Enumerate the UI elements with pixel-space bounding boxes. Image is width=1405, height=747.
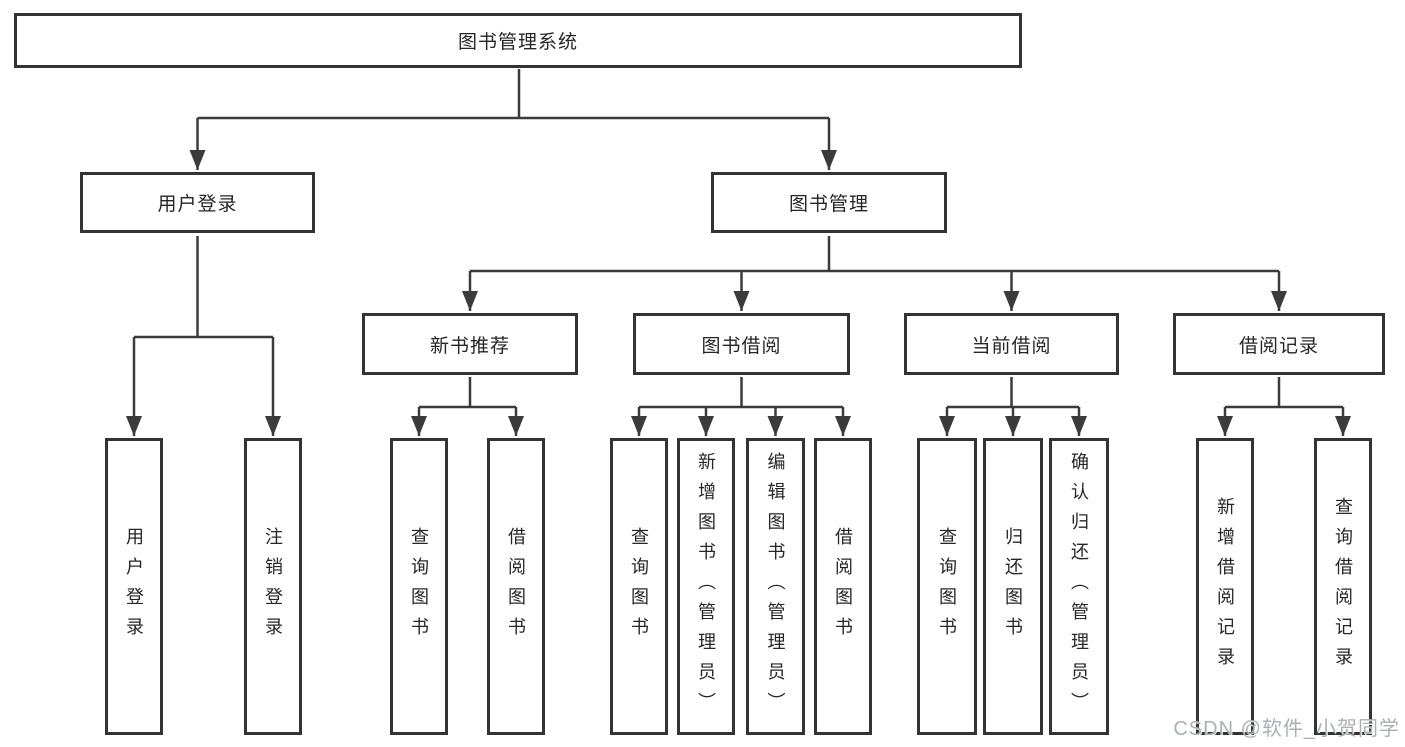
edge-root-to-level1 [189,69,837,170]
edge-book-mgmt-to-level2 [462,236,1287,311]
node-book-borrow: 图书借阅 [633,313,850,375]
node-current-borrow: 当前借阅 [904,313,1119,375]
edge-book-borrow-to-leaves [631,377,851,436]
node-root-system: 图书管理系统 [14,13,1022,68]
leaf-logout: 注销登录 [244,438,302,735]
leaf-return-book: 归还图书 [983,438,1043,735]
edge-user-login-to-leaves [126,236,281,436]
node-borrow-record: 借阅记录 [1173,313,1385,375]
node-new-book-recommend: 新书推荐 [362,313,578,375]
leaf-rec-query-book: 查询图书 [390,438,448,735]
leaf-rec-borrow-book: 借阅图书 [487,438,545,735]
leaf-user-login: 用户登录 [105,438,163,735]
leaf-current-query-book: 查询图书 [917,438,977,735]
edge-borrow-record-to-leaves [1217,377,1351,436]
leaf-borrow-borrow-book: 借阅图书 [814,438,872,735]
leaf-confirm-return-admin: 确认归还（管理员） [1049,438,1109,735]
leaf-edit-book-admin: 编辑图书（管理员） [746,438,805,735]
leaf-add-borrow-record: 新增借阅记录 [1196,438,1254,735]
leaf-borrow-query-book: 查询图书 [610,438,668,735]
leaf-add-book-admin: 新增图书（管理员） [677,438,735,735]
edge-new-book-rec-to-leaves [411,377,524,436]
leaf-query-borrow-record: 查询借阅记录 [1314,438,1372,735]
node-user-login: 用户登录 [80,172,315,233]
edge-current-borrow-to-leaves [939,377,1087,436]
node-book-management: 图书管理 [711,172,947,233]
csdn-watermark: CSDN @软件_小贺同学 [1173,718,1400,740]
